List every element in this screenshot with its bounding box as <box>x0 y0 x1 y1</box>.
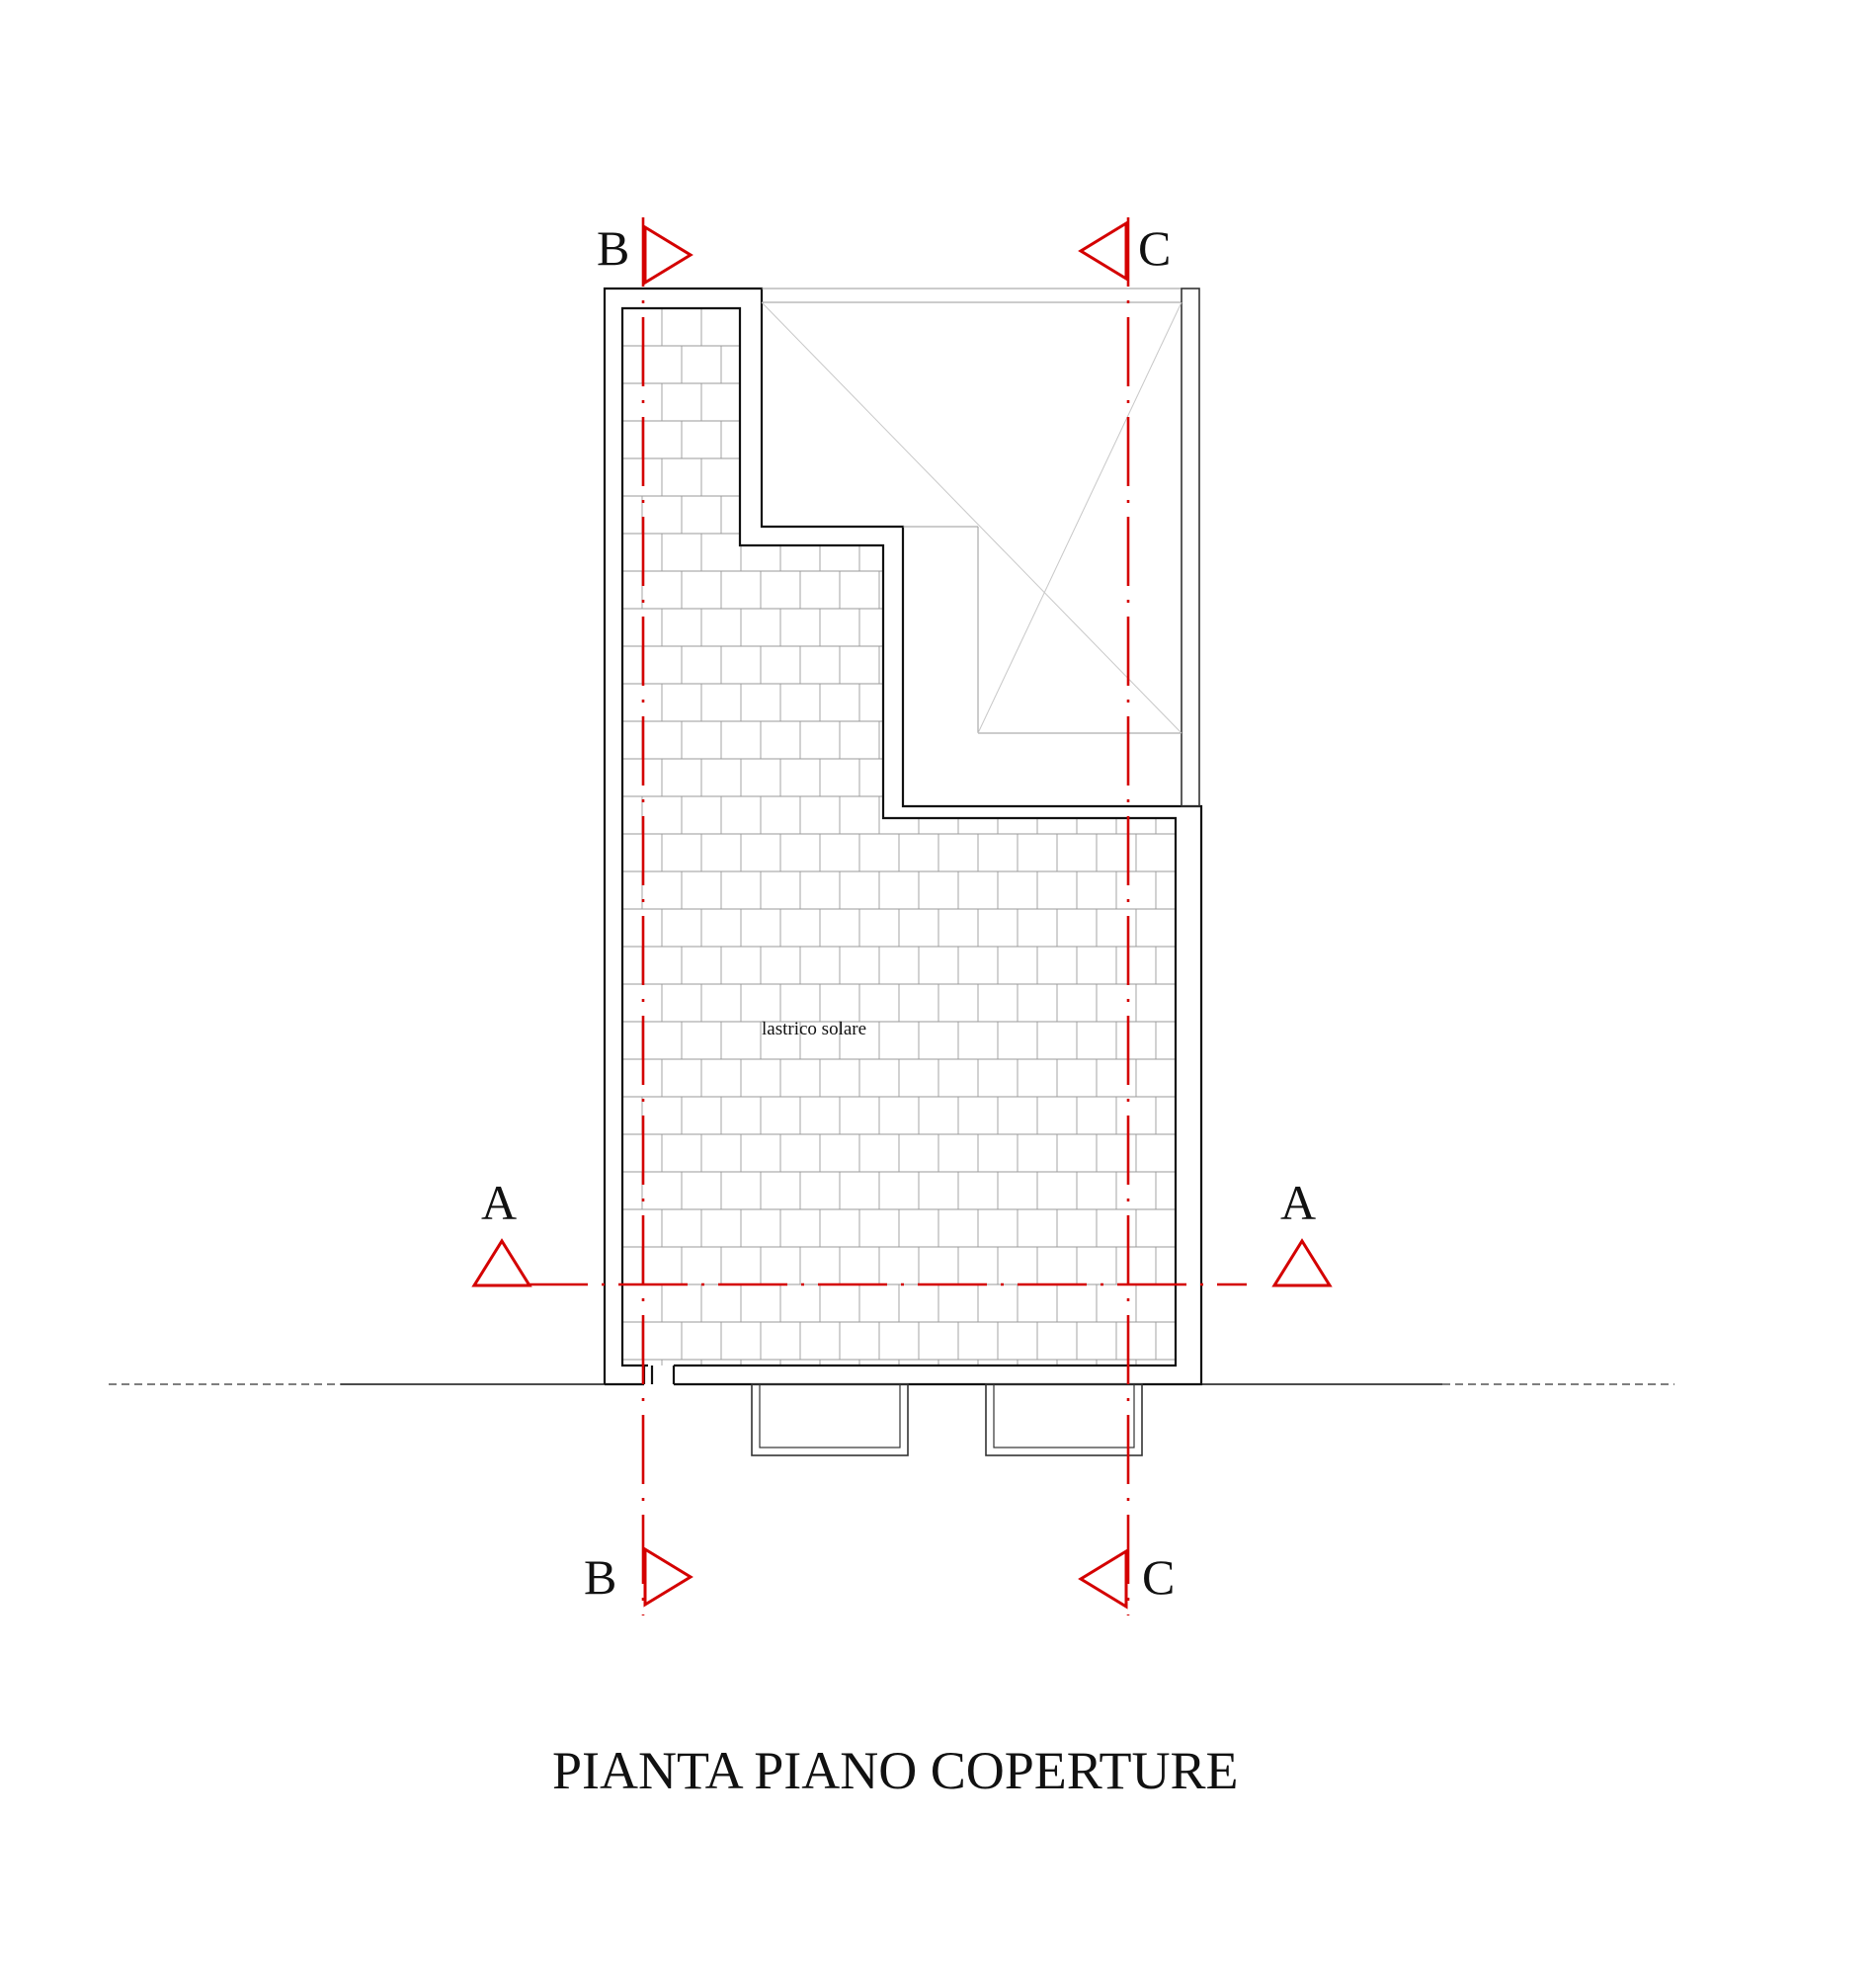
section-b-bottom-label: B <box>584 1549 616 1605</box>
section-line-c <box>1078 217 1130 1615</box>
section-b-bottom-arrow <box>643 1546 693 1608</box>
drawing-title: PIANTA PIANO COPERTURE <box>552 1741 1239 1800</box>
section-a-left-arrow <box>471 1238 532 1287</box>
section-line-a <box>471 1238 1333 1287</box>
section-c-top-arrow <box>1078 220 1128 282</box>
light-well <box>761 288 1200 807</box>
section-b-top-arrow <box>643 224 693 286</box>
section-a-left-label: A <box>481 1175 517 1230</box>
section-b-top-label: B <box>597 220 629 276</box>
section-c-top-label: C <box>1138 220 1171 276</box>
room-label-lastrico-solare: lastrico solare <box>762 1019 866 1039</box>
building-walls <box>603 287 1203 1386</box>
balconies <box>751 1383 1143 1456</box>
terrace-tile-pattern <box>622 308 1176 1365</box>
section-c-bottom-label: C <box>1142 1549 1175 1605</box>
section-c-bottom-arrow <box>1078 1548 1128 1610</box>
section-line-b <box>641 217 693 1615</box>
section-a-right-label: A <box>1280 1175 1316 1230</box>
section-a-right-arrow <box>1271 1238 1333 1287</box>
